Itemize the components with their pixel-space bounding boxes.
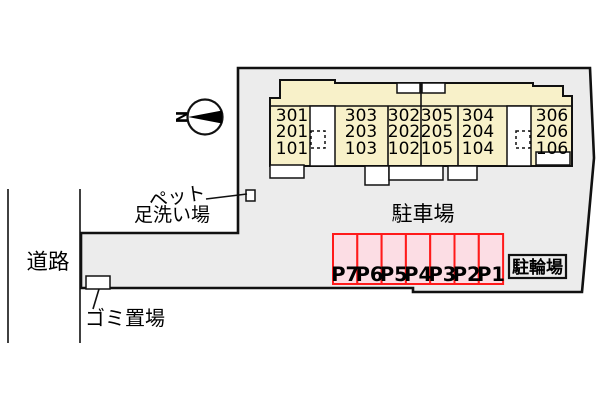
unit-206: 206 bbox=[536, 122, 568, 142]
porch-box-3 bbox=[388, 165, 444, 181]
road-label: 道路 bbox=[26, 250, 69, 275]
unit-304: 304 bbox=[462, 106, 494, 126]
unit-102: 102 bbox=[388, 139, 420, 159]
parking-lot-label: 駐車場 bbox=[392, 202, 455, 226]
parking-stall bbox=[429, 233, 456, 285]
garbage-leader-line bbox=[92, 288, 100, 310]
compass: N bbox=[173, 98, 224, 136]
bicycle-parking-box bbox=[507, 253, 568, 280]
unit-104: 104 bbox=[462, 139, 494, 159]
unit-105: 105 bbox=[421, 139, 453, 159]
compass-north-label: N bbox=[173, 111, 191, 124]
pet-wash-label-line2: 足洗い場 bbox=[134, 204, 210, 226]
bicycle-parking: 駐輪場 bbox=[507, 253, 568, 280]
roof-notch-right bbox=[421, 82, 446, 94]
garbage-box bbox=[85, 275, 111, 290]
roof-notch-left bbox=[396, 82, 421, 94]
unit-305: 305 bbox=[421, 106, 453, 126]
unit-numbers: 301 201 101 303 203 103 302 202 102 305 … bbox=[276, 106, 568, 159]
stair-landing-right bbox=[515, 130, 531, 149]
unit-203: 203 bbox=[345, 122, 377, 142]
unit-103: 103 bbox=[345, 139, 377, 159]
garbage-area: ゴミ置場 bbox=[85, 275, 165, 330]
unit-302: 302 bbox=[388, 106, 420, 126]
pet-wash-area: ペット 足洗い場 bbox=[134, 182, 256, 226]
balcony-box-right bbox=[535, 151, 571, 166]
stall-label-p1: P1 bbox=[477, 263, 505, 286]
bicycle-parking-label: 駐輪場 bbox=[512, 257, 563, 278]
unit-201: 201 bbox=[276, 122, 308, 142]
compass-needle-icon bbox=[188, 110, 222, 124]
garbage-label: ゴミ置場 bbox=[85, 306, 165, 330]
unit-202: 202 bbox=[388, 122, 420, 142]
stall-label-p3: P3 bbox=[428, 263, 456, 286]
pet-wash-box bbox=[245, 189, 256, 202]
stall-label-p5: P5 bbox=[380, 263, 408, 286]
unit-106: 106 bbox=[536, 139, 568, 159]
parking-stalls: P7 P6 P5 P4 P3 P2 P1 bbox=[331, 233, 505, 286]
pet-wash-leader-line bbox=[205, 193, 248, 200]
parking-stall bbox=[356, 233, 383, 285]
stall-label-p2: P2 bbox=[453, 263, 481, 286]
stall-label-p4: P4 bbox=[404, 263, 432, 286]
unit-301: 301 bbox=[276, 106, 308, 126]
stall-label-p6: P6 bbox=[356, 263, 384, 286]
parking-stall bbox=[477, 233, 505, 285]
stall-label-p7: P7 bbox=[331, 263, 359, 286]
unit-303: 303 bbox=[345, 106, 377, 126]
stair-landing-left bbox=[310, 130, 326, 149]
porch-box-4 bbox=[447, 165, 478, 181]
unit-204: 204 bbox=[462, 122, 494, 142]
porch-box-2 bbox=[364, 165, 390, 186]
unit-205: 205 bbox=[421, 122, 453, 142]
porch-box-1 bbox=[269, 164, 305, 179]
unit-306: 306 bbox=[536, 106, 568, 126]
unit-101: 101 bbox=[276, 139, 308, 159]
